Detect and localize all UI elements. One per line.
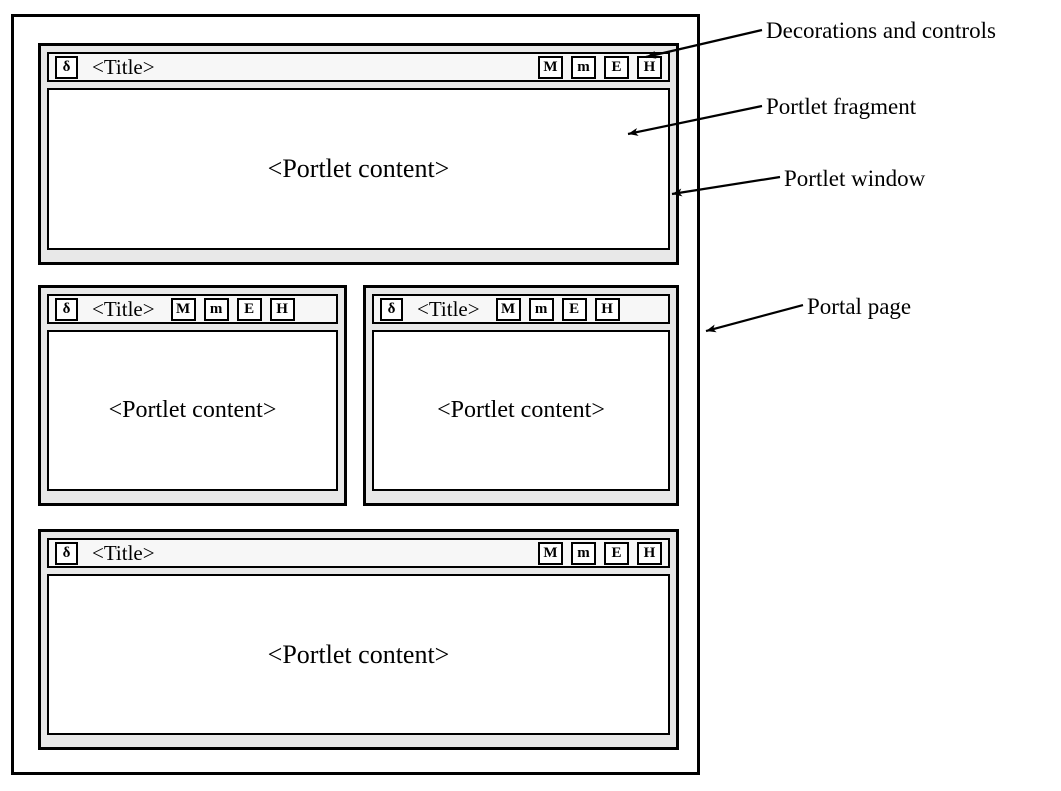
titlebar-left-group: δ <Title>	[55, 296, 155, 321]
portlet-content-text: <Portlet content>	[267, 639, 450, 669]
callout-label-window: Portlet window	[784, 166, 926, 191]
portlet-controls-bottom: M m E H	[538, 541, 662, 565]
titlebar-left-group: δ <Title>	[55, 540, 155, 565]
portlet-window-bottom: δ <Title> M m E H <Portlet content>	[38, 529, 679, 750]
leader-line-portal	[705, 303, 804, 333]
help-control[interactable]: H	[594, 297, 620, 321]
portlet-fragment-bottom: <Portlet content>	[47, 574, 670, 735]
portlet-fragment-middle-left: <Portlet content>	[47, 330, 338, 491]
help-control[interactable]: H	[269, 297, 295, 321]
titlebar-left-group: δ <Title>	[380, 296, 480, 321]
portlet-content-text: <Portlet content>	[108, 397, 277, 423]
help-control[interactable]: H	[637, 541, 662, 565]
portlet-controls-middle-right: M m E H	[495, 297, 620, 321]
portlet-content-text: <Portlet content>	[437, 397, 605, 423]
edit-control[interactable]: E	[604, 55, 629, 79]
titlebar-left-group: δ <Title>	[55, 54, 155, 79]
edit-control[interactable]: E	[604, 541, 629, 565]
portlet-content-text: <Portlet content>	[267, 154, 450, 183]
edit-control[interactable]: E	[561, 297, 587, 321]
portlet-fragment-middle-right: <Portlet content>	[372, 330, 670, 491]
maximize-control[interactable]: M	[170, 297, 196, 321]
portlet-window-middle-right: δ <Title> M m E H <Portlet content>	[363, 285, 679, 506]
delta-icon[interactable]: δ	[380, 297, 403, 321]
maximize-control[interactable]: M	[538, 55, 563, 79]
delta-icon[interactable]: δ	[55, 541, 78, 565]
callout-label-decorations: Decorations and controls	[766, 18, 996, 43]
portlet-title: <Title>	[92, 54, 155, 79]
delta-icon[interactable]: δ	[55, 297, 78, 321]
portlet-titlebar-bottom: δ <Title> M m E H	[47, 538, 670, 568]
minimize-control[interactable]: m	[203, 297, 229, 321]
callout-label-fragment: Portlet fragment	[766, 94, 917, 119]
minimize-control[interactable]: m	[528, 297, 554, 321]
edit-control[interactable]: E	[236, 297, 262, 321]
maximize-control[interactable]: M	[495, 297, 521, 321]
portlet-controls-middle-left: M m E H	[170, 297, 295, 321]
delta-icon[interactable]: δ	[55, 55, 78, 79]
callout-label-portal: Portal page	[807, 294, 912, 319]
portlet-titlebar-middle-left: δ <Title> M m E H	[47, 294, 338, 324]
portal-page: δ <Title> M m E H <Portlet content> δ <T…	[11, 14, 700, 775]
portlet-fragment-top: <Portlet content>	[47, 88, 670, 250]
portlet-title: <Title>	[92, 540, 155, 565]
portlet-titlebar-middle-right: δ <Title> M m E H	[372, 294, 670, 324]
portlet-title: <Title>	[417, 296, 480, 321]
portlet-titlebar-top: δ <Title> M m E H	[47, 52, 670, 82]
minimize-control[interactable]: m	[571, 55, 596, 79]
portlet-window-top: δ <Title> M m E H <Portlet content>	[38, 43, 679, 265]
portlet-window-middle-left: δ <Title> M m E H <Portlet content>	[38, 285, 347, 506]
portlet-title: <Title>	[92, 296, 155, 321]
help-control[interactable]: H	[637, 55, 662, 79]
minimize-control[interactable]: m	[571, 541, 596, 565]
maximize-control[interactable]: M	[538, 541, 563, 565]
portlet-controls-top: M m E H	[538, 55, 662, 79]
